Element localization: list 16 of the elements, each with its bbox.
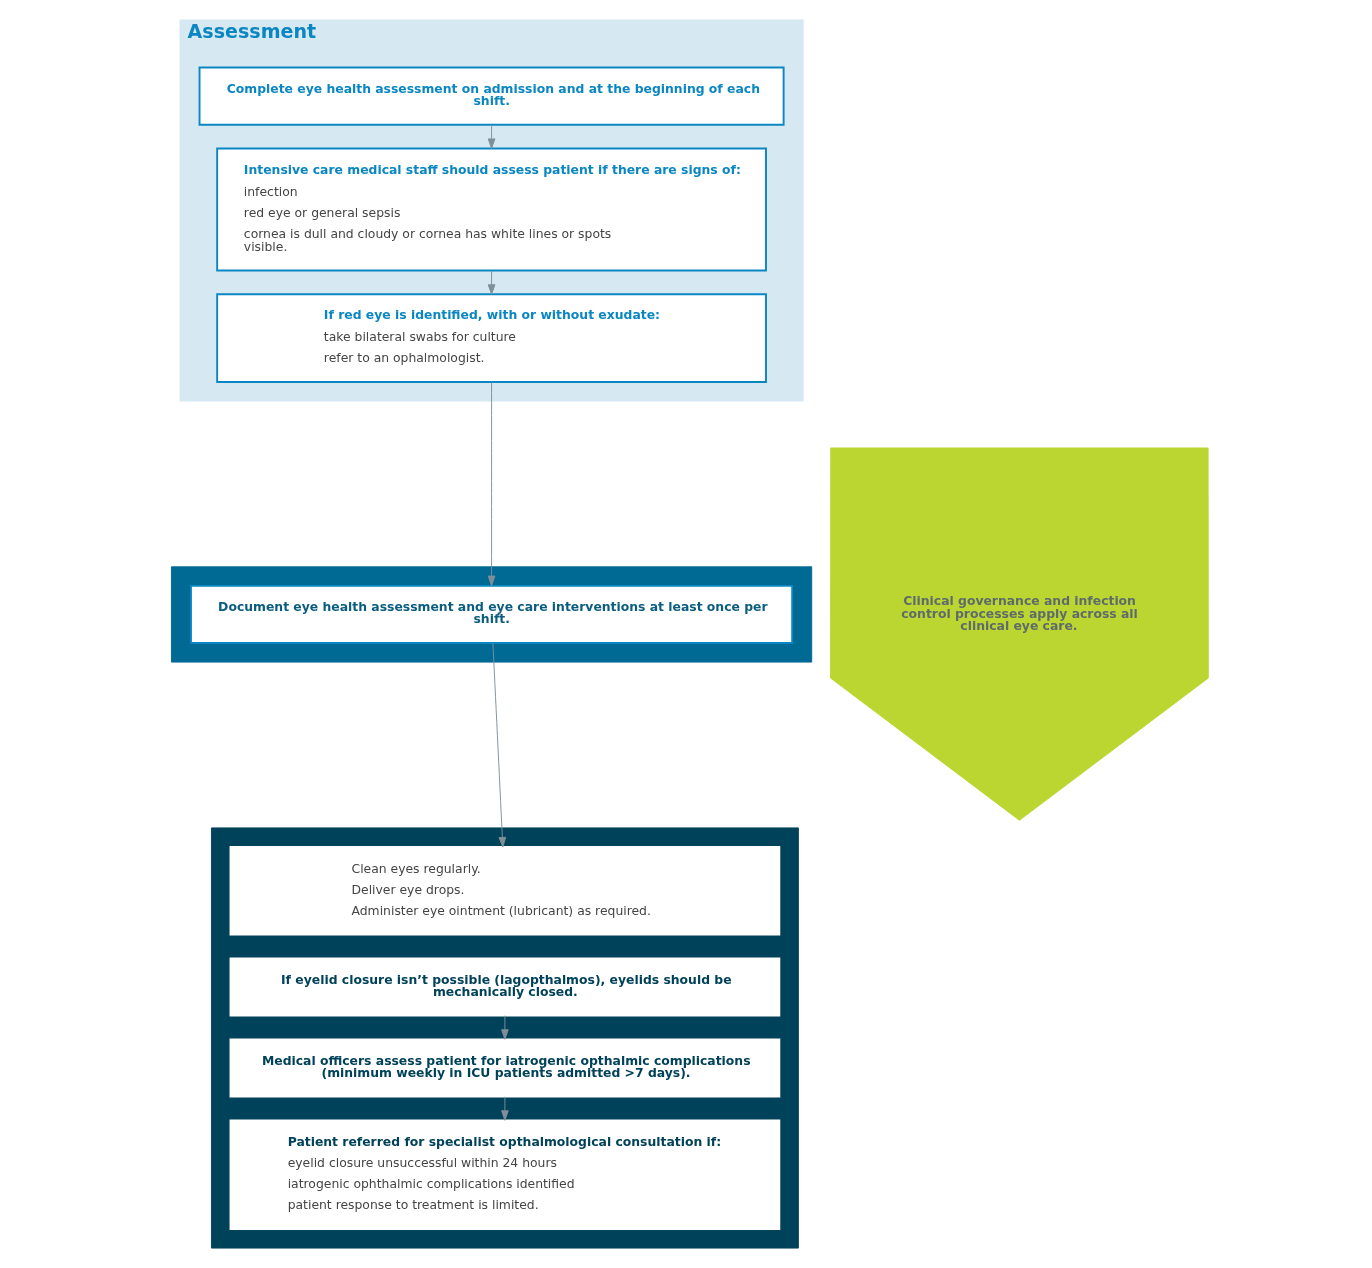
arrow (492, 642, 507, 848)
node-box: Medical officers assess patient for iatrogenic opthalmic complications (minimum weekly in ICU patients admitted >7 days). (229, 1038, 781, 1098)
node-box: Intensive care medical staff should assess patient if there are signs of: infection red eye or general sepsis cornea is dull and cloudy or cornea has white lines or spots visible. (216, 147, 767, 272)
arrow (487, 270, 496, 295)
node-box: Complete eye health assessment on admission and at the beginning of each shift. (198, 66, 785, 126)
cluster (210, 827, 799, 1249)
node-box: Document eye health assessment and eye care interventions at least once per shift. (190, 584, 794, 644)
node-box: If eyelid closure isn’t possible (lagopthalmos), eyelids should be mechanically closed. (229, 957, 781, 1017)
arrow (501, 1096, 509, 1121)
arrow (501, 1015, 509, 1040)
node-box: Clean eyes regularly. Deliver eye drops. Administer eye ointment (lubricant) as required. (229, 846, 781, 936)
node-box: Patient referred for specialist opthalmological consultation if: eyelid closure unsuccessful within 24 hours iatrogenic ophthalmic complications identified patient response to treatment is limited. (229, 1119, 781, 1230)
cluster (170, 566, 813, 663)
arrow (487, 124, 496, 149)
node-box: If red eye is identified, with or without exudate: take bilateral swabs for culture refer to an ophalmologist. (216, 293, 767, 383)
arrow (487, 381, 496, 587)
